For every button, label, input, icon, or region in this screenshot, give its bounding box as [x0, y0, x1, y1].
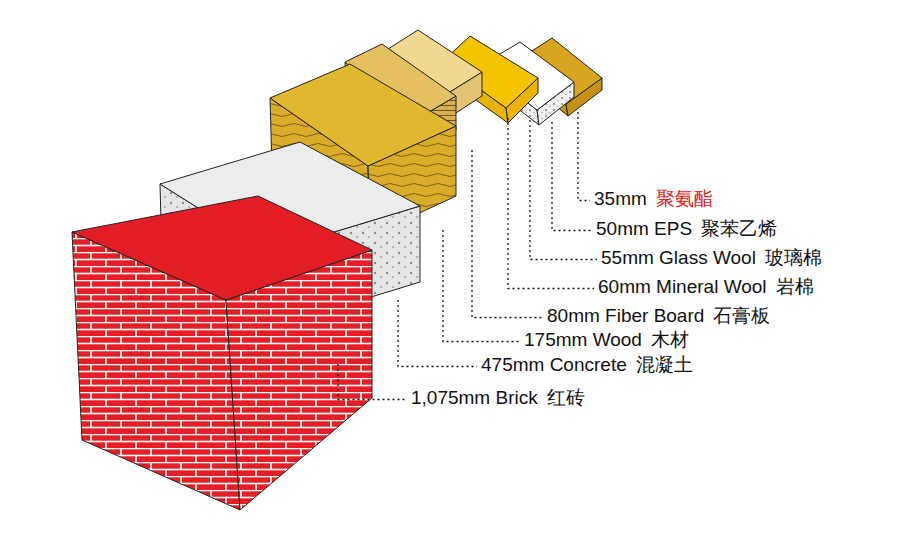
leader-line [508, 118, 594, 289]
chinese-label: 岩棉 [776, 276, 814, 297]
leader-line [398, 300, 477, 367]
chinese-label: 聚氨酯 [656, 188, 713, 209]
chinese-label: 聚苯乙烯 [701, 218, 777, 239]
layer-label: 60mm Mineral Wool [598, 277, 767, 298]
label-row: 175mm Wood 木材 [524, 329, 689, 351]
layer-label: 50mm EPS [596, 219, 692, 240]
leader-line [552, 122, 592, 231]
layer-label: 475mm Concrete [481, 355, 627, 376]
brick-block-top [72, 196, 372, 300]
leader-line [338, 364, 407, 400]
layer-label: 35mm [594, 189, 647, 210]
label-row: 60mm Mineral Wool 岩棉 [598, 276, 814, 298]
chinese-label: 玻璃棉 [765, 247, 822, 268]
leader-line [530, 120, 597, 260]
leader-line [578, 112, 590, 201]
leader-line [443, 230, 520, 342]
label-row: 475mm Concrete 混凝土 [481, 354, 693, 376]
layer-label: 175mm Wood [524, 330, 642, 351]
chinese-label: 石膏板 [713, 305, 770, 326]
chinese-label: 木材 [651, 329, 689, 350]
label-row: 55mm Glass Wool 玻璃棉 [601, 247, 822, 269]
layer-label: 1,075mm Brick [411, 388, 538, 409]
chinese-label: 红砖 [547, 387, 585, 408]
leader-line [472, 150, 543, 318]
label-row: 35mm 聚氨酯 [594, 188, 713, 210]
chinese-label: 混凝土 [636, 354, 693, 375]
layer-label: 55mm Glass Wool [601, 248, 756, 269]
label-row: 80mm Fiber Board 石膏板 [547, 305, 770, 327]
label-row: 50mm EPS 聚苯乙烯 [596, 218, 777, 240]
label-row: 1,075mm Brick 红砖 [411, 387, 585, 409]
layer-label: 80mm Fiber Board [547, 306, 704, 327]
